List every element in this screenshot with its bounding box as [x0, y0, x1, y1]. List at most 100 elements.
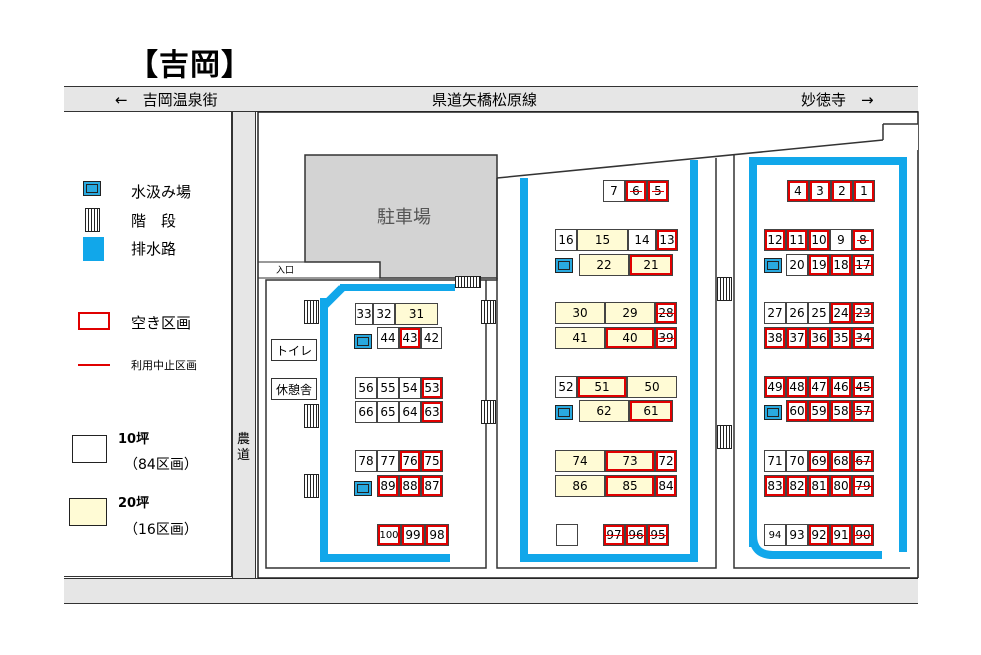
- plot-27[interactable]: 27: [764, 302, 786, 324]
- plot-72[interactable]: 72: [655, 450, 677, 472]
- plot-12[interactable]: 12: [764, 229, 786, 251]
- plot-91[interactable]: 91: [830, 524, 852, 546]
- plot-62[interactable]: 62: [579, 400, 629, 422]
- plot-35[interactable]: 35: [830, 327, 852, 349]
- plot-2[interactable]: 2: [831, 180, 853, 202]
- plot-4[interactable]: 4: [787, 180, 809, 202]
- plot-50[interactable]: 50: [627, 376, 677, 398]
- plot-42[interactable]: 42: [421, 327, 442, 349]
- plot-19[interactable]: 19: [808, 254, 830, 276]
- plot-37[interactable]: 37: [786, 327, 808, 349]
- plot-14[interactable]: 14: [628, 229, 656, 251]
- plot-98[interactable]: 98: [425, 524, 449, 546]
- plot-90[interactable]: 90: [852, 524, 874, 546]
- plot-89[interactable]: 89: [377, 475, 399, 497]
- plot-6[interactable]: 6: [625, 180, 647, 202]
- plot-18[interactable]: 18: [830, 254, 852, 276]
- plot-58[interactable]: 58: [830, 400, 852, 422]
- plot-28[interactable]: 28: [655, 302, 677, 324]
- plot-57[interactable]: 57: [852, 400, 874, 422]
- plot-16[interactable]: 16: [555, 229, 577, 251]
- plot-73[interactable]: 73: [605, 450, 655, 472]
- plot-38[interactable]: 38: [764, 327, 786, 349]
- plot-76[interactable]: 76: [399, 450, 421, 472]
- plot-93[interactable]: 93: [786, 524, 808, 546]
- plot-7[interactable]: 7: [603, 180, 625, 202]
- plot-52[interactable]: 52: [555, 376, 577, 398]
- plot-53[interactable]: 53: [421, 377, 443, 399]
- plot-48[interactable]: 48: [786, 376, 808, 398]
- plot-85[interactable]: 85: [605, 475, 655, 497]
- plot-3[interactable]: 3: [809, 180, 831, 202]
- plot-32[interactable]: 32: [373, 303, 395, 325]
- plot-31[interactable]: 31: [395, 303, 438, 325]
- plot-82[interactable]: 82: [786, 475, 808, 497]
- plot-51[interactable]: 51: [577, 376, 627, 398]
- plot-84[interactable]: 84: [655, 475, 677, 497]
- plot-87[interactable]: 87: [421, 475, 443, 497]
- plot-66[interactable]: 66: [355, 401, 377, 423]
- plot-77[interactable]: 77: [377, 450, 399, 472]
- plot-60[interactable]: 60: [786, 400, 808, 422]
- plot-15[interactable]: 15: [577, 229, 628, 251]
- plot-100[interactable]: 100: [377, 524, 401, 546]
- plot-41[interactable]: 41: [555, 327, 605, 349]
- plot-24[interactable]: 24: [830, 302, 852, 324]
- plot-44[interactable]: 44: [377, 327, 399, 349]
- plot-25[interactable]: 25: [808, 302, 830, 324]
- plot-56[interactable]: 56: [355, 377, 377, 399]
- plot-97[interactable]: 97: [603, 524, 625, 546]
- plot-59[interactable]: 59: [808, 400, 830, 422]
- plot-55[interactable]: 55: [377, 377, 399, 399]
- plot-86[interactable]: 86: [555, 475, 605, 497]
- plot-88[interactable]: 88: [399, 475, 421, 497]
- plot-79[interactable]: 79: [852, 475, 874, 497]
- plot-70[interactable]: 70: [786, 450, 808, 472]
- plot-29[interactable]: 29: [605, 302, 655, 324]
- plot-22[interactable]: 22: [579, 254, 629, 276]
- plot-45[interactable]: 45: [852, 376, 874, 398]
- plot-92[interactable]: 92: [808, 524, 830, 546]
- plot-64[interactable]: 64: [399, 401, 421, 423]
- plot-78[interactable]: 78: [355, 450, 377, 472]
- plot-36[interactable]: 36: [808, 327, 830, 349]
- plot-34[interactable]: 34: [852, 327, 874, 349]
- plot-75[interactable]: 75: [421, 450, 443, 472]
- plot-43[interactable]: 43: [399, 327, 421, 349]
- plot-10[interactable]: 10: [808, 229, 830, 251]
- plot-74[interactable]: 74: [555, 450, 605, 472]
- plot-65[interactable]: 65: [377, 401, 399, 423]
- plot-47[interactable]: 47: [808, 376, 830, 398]
- plot-99[interactable]: 99: [401, 524, 425, 546]
- plot-80[interactable]: 80: [830, 475, 852, 497]
- plot-40[interactable]: 40: [605, 327, 655, 349]
- plot-21[interactable]: 21: [629, 254, 673, 276]
- plot-95[interactable]: 95: [647, 524, 669, 546]
- plot-26[interactable]: 26: [786, 302, 808, 324]
- plot-9[interactable]: 9: [830, 229, 852, 251]
- plot-49[interactable]: 49: [764, 376, 786, 398]
- plot-63[interactable]: 63: [421, 401, 443, 423]
- plot-69[interactable]: 69: [808, 450, 830, 472]
- plot-11[interactable]: 11: [786, 229, 808, 251]
- plot-33[interactable]: 33: [355, 303, 373, 325]
- plot-13[interactable]: 13: [656, 229, 678, 251]
- plot-46[interactable]: 46: [830, 376, 852, 398]
- plot-23[interactable]: 23: [852, 302, 874, 324]
- plot-30[interactable]: 30: [555, 302, 605, 324]
- plot-71[interactable]: 71: [764, 450, 786, 472]
- plot-68[interactable]: 68: [830, 450, 852, 472]
- plot-1[interactable]: 1: [853, 180, 875, 202]
- plot-8[interactable]: 8: [852, 229, 874, 251]
- plot-54[interactable]: 54: [399, 377, 421, 399]
- plot-17[interactable]: 17: [852, 254, 874, 276]
- plot-81[interactable]: 81: [808, 475, 830, 497]
- plot-83[interactable]: 83: [764, 475, 786, 497]
- plot-20[interactable]: 20: [786, 254, 808, 276]
- plot-61[interactable]: 61: [629, 400, 673, 422]
- plot-94[interactable]: 94: [764, 524, 786, 546]
- plot-5[interactable]: 5: [647, 180, 669, 202]
- plot-39[interactable]: 39: [655, 327, 677, 349]
- plot-96[interactable]: 96: [625, 524, 647, 546]
- plot-67[interactable]: 67: [852, 450, 874, 472]
